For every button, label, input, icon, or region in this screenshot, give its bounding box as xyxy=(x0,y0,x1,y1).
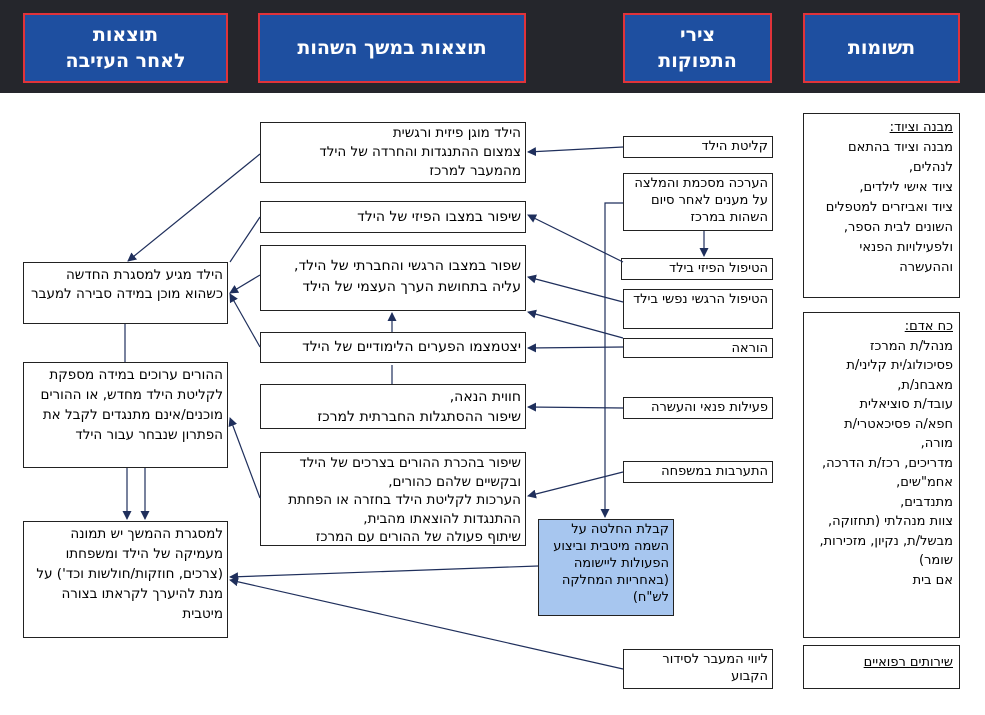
input-structure: מבנה וציוד: מבנה וציוד בהתאם לנהלים, ציו… xyxy=(803,113,960,298)
input-staff-title: כח אדם: xyxy=(904,319,953,334)
input-medical: שירותים רפואיים xyxy=(803,645,960,689)
during-physical: שיפור במצבו הפיזי של הילד xyxy=(260,201,526,233)
during-parents: שיפור בהכרת ההורים בצרכים של הילד ובקשיי… xyxy=(260,452,526,546)
output-assessment: הערכה מסכמת והמלצה על מענים לאחר סיום הש… xyxy=(623,173,773,231)
during-emotional: שפור במצבו הרגשי והחברתי של הילד, עליה ב… xyxy=(260,245,526,311)
during-fun: חווית הנאה, שיפור ההסתגלות החברתית למרכז xyxy=(260,384,526,429)
input-structure-title: מבנה וציוד: xyxy=(889,120,953,135)
after-arrives: הילד מגיע למסגרת החדשה כשהוא מוכן במידה … xyxy=(23,262,228,324)
output-family: התערבות במשפחה xyxy=(623,461,773,483)
after-parents: ההורים ערוכים במידה מספקת לקליטת הילד מח… xyxy=(23,362,228,468)
during-protected: הילד מוגן פיזית ורגשית צמצום ההתנגדות וה… xyxy=(260,122,526,183)
input-staff-text: מנהל/ת המרכז פסיכולוג/ית קליני/ת מאבחנ/ת… xyxy=(819,338,954,588)
input-structure-text: מבנה וציוד בהתאם לנהלים, ציוד אישי לילדי… xyxy=(825,140,953,275)
output-escort: ליווי המעבר לסידור הקבוע xyxy=(623,649,773,689)
output-decision: קבלת החלטה על השמה מיטבית וביצוע הפעולות… xyxy=(538,519,674,616)
header-outcomes-during: תוצאות במשך השהות xyxy=(258,13,526,83)
header-inputs: תשומות xyxy=(803,13,960,83)
output-teaching: הוראה xyxy=(623,338,773,358)
during-gaps: יצטמצמו הפערים הלימודיים של הילד xyxy=(260,332,526,363)
output-leisure: פעילות פנאי והעשרה xyxy=(623,397,773,419)
input-staff: כח אדם: מנהל/ת המרכז פסיכולוג/ית קליני/ת… xyxy=(803,312,960,638)
header-outputs: צירי התפוקות xyxy=(623,13,772,83)
header-outcomes-after: תוצאות לאחר העזיבה xyxy=(23,13,228,83)
output-physical-care: הטיפול הפיזי בילד xyxy=(621,258,773,280)
output-emotional-care: הטיפול הרגשי נפשי בילד xyxy=(623,289,773,329)
output-intake: קליטת הילד xyxy=(623,136,773,158)
after-framework: למסגרת ההמשך יש תמונה מעמיקה של הילד ומש… xyxy=(23,521,228,638)
